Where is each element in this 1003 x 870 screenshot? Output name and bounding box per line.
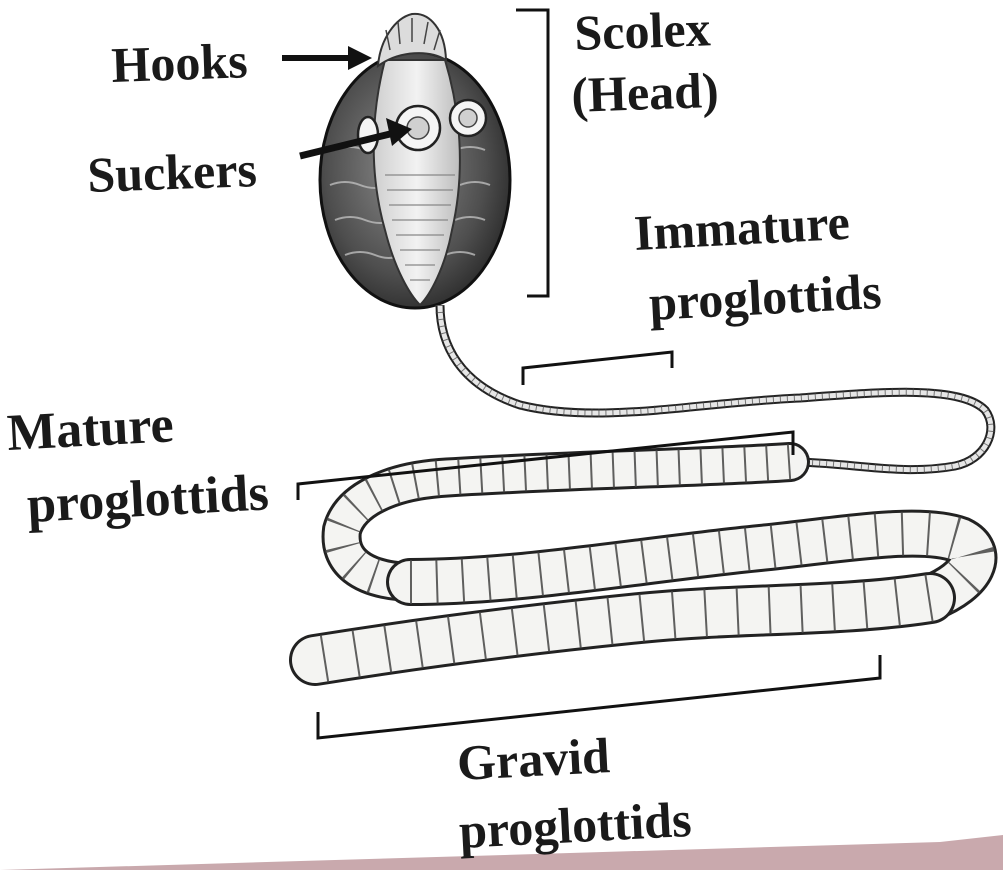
suckers-label: Suckers <box>86 141 257 203</box>
mature-label-line1: Mature <box>6 396 175 462</box>
hooks-label: Hooks <box>110 32 248 93</box>
gravid-label-line1: Gravid <box>456 727 612 791</box>
head-label: (Head) <box>570 62 719 123</box>
scolex-label: Scolex <box>573 0 711 61</box>
immature-label-line1: Immature <box>633 194 851 261</box>
